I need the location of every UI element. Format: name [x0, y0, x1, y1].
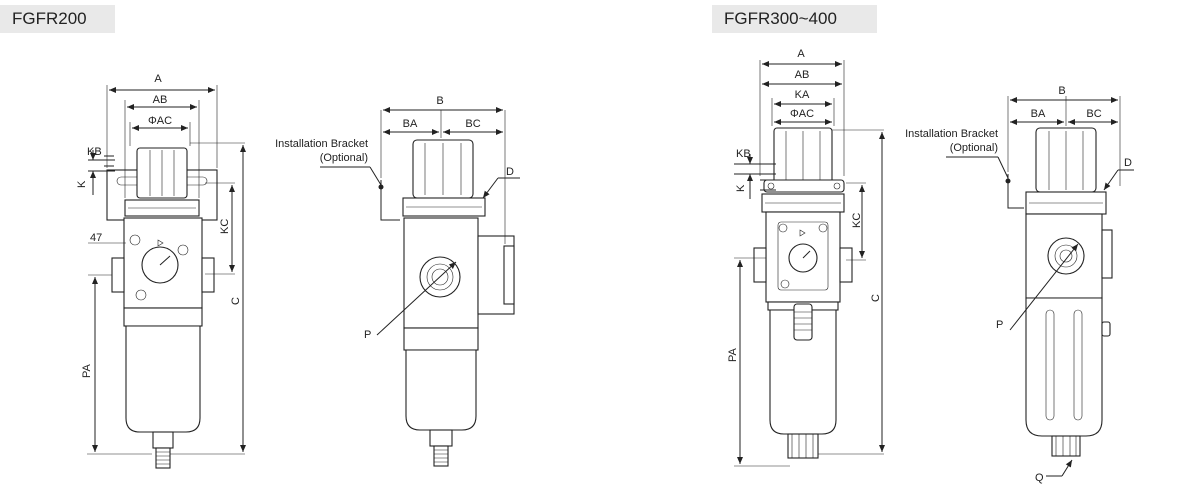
fgfr300-side-view — [946, 96, 1134, 477]
dim-label-pa: PA — [727, 347, 739, 362]
dim-label-k: K — [76, 180, 88, 188]
dim-label-phi-ac: ΦAC — [790, 108, 814, 120]
model-title-fgfr200: FGFR200 — [0, 5, 115, 33]
installation-bracket-label: Installation Bracket — [905, 128, 998, 140]
fgfr300-front-view — [734, 60, 885, 467]
dim-label-q: Q — [1035, 472, 1044, 484]
dim-label-c: C — [870, 294, 882, 302]
filter-bowl — [769, 309, 837, 435]
dim-label-b: B — [436, 95, 443, 107]
installation-bracket — [1007, 174, 1024, 209]
installation-bracket-optional: (Optional) — [950, 142, 998, 154]
fgfr200-side-view — [320, 107, 520, 467]
dim-label-ab: AB — [153, 94, 168, 106]
model-title-fgfr300-400: FGFR300~400 — [712, 5, 877, 33]
dim-label-kc: KC — [851, 213, 863, 228]
dim-label-phi-ac: ΦAC — [148, 115, 172, 127]
dim-label-ba: BA — [403, 118, 418, 130]
dim-label-kb: KB — [87, 146, 102, 158]
dim-label-d: D — [1124, 157, 1132, 169]
mount-bracket — [763, 179, 845, 193]
filter-bowl — [125, 325, 201, 433]
dim-label-a: A — [797, 48, 805, 60]
dim-label-bc: BC — [1086, 108, 1101, 120]
inlet-port — [1047, 237, 1085, 275]
dim-label-ka: KA — [795, 89, 810, 101]
filter-bowl — [1025, 297, 1103, 437]
dim-label-47: 47 — [90, 232, 102, 244]
dim-label-k: K — [735, 184, 747, 192]
dim-label-ba: BA — [1031, 108, 1046, 120]
dim-label-a: A — [154, 73, 162, 85]
dim-label-p: P — [996, 319, 1003, 331]
installation-bracket-optional: (Optional) — [320, 152, 368, 164]
dim-label-c: C — [230, 297, 242, 305]
dim-label-bc: BC — [465, 118, 480, 130]
filter-bowl — [405, 349, 477, 431]
installation-bracket — [380, 180, 400, 221]
installation-bracket-label: Installation Bracket — [275, 138, 368, 150]
dim-label-b: B — [1058, 85, 1065, 97]
dim-label-kc: KC — [219, 219, 231, 234]
dim-label-d: D — [506, 166, 514, 178]
fgfr200-front-view — [87, 85, 246, 469]
dim-label-pa: PA — [81, 363, 93, 378]
dim-label-ab: AB — [795, 69, 810, 81]
dim-label-p: P — [364, 329, 371, 341]
dim-label-kb: KB — [736, 148, 751, 160]
